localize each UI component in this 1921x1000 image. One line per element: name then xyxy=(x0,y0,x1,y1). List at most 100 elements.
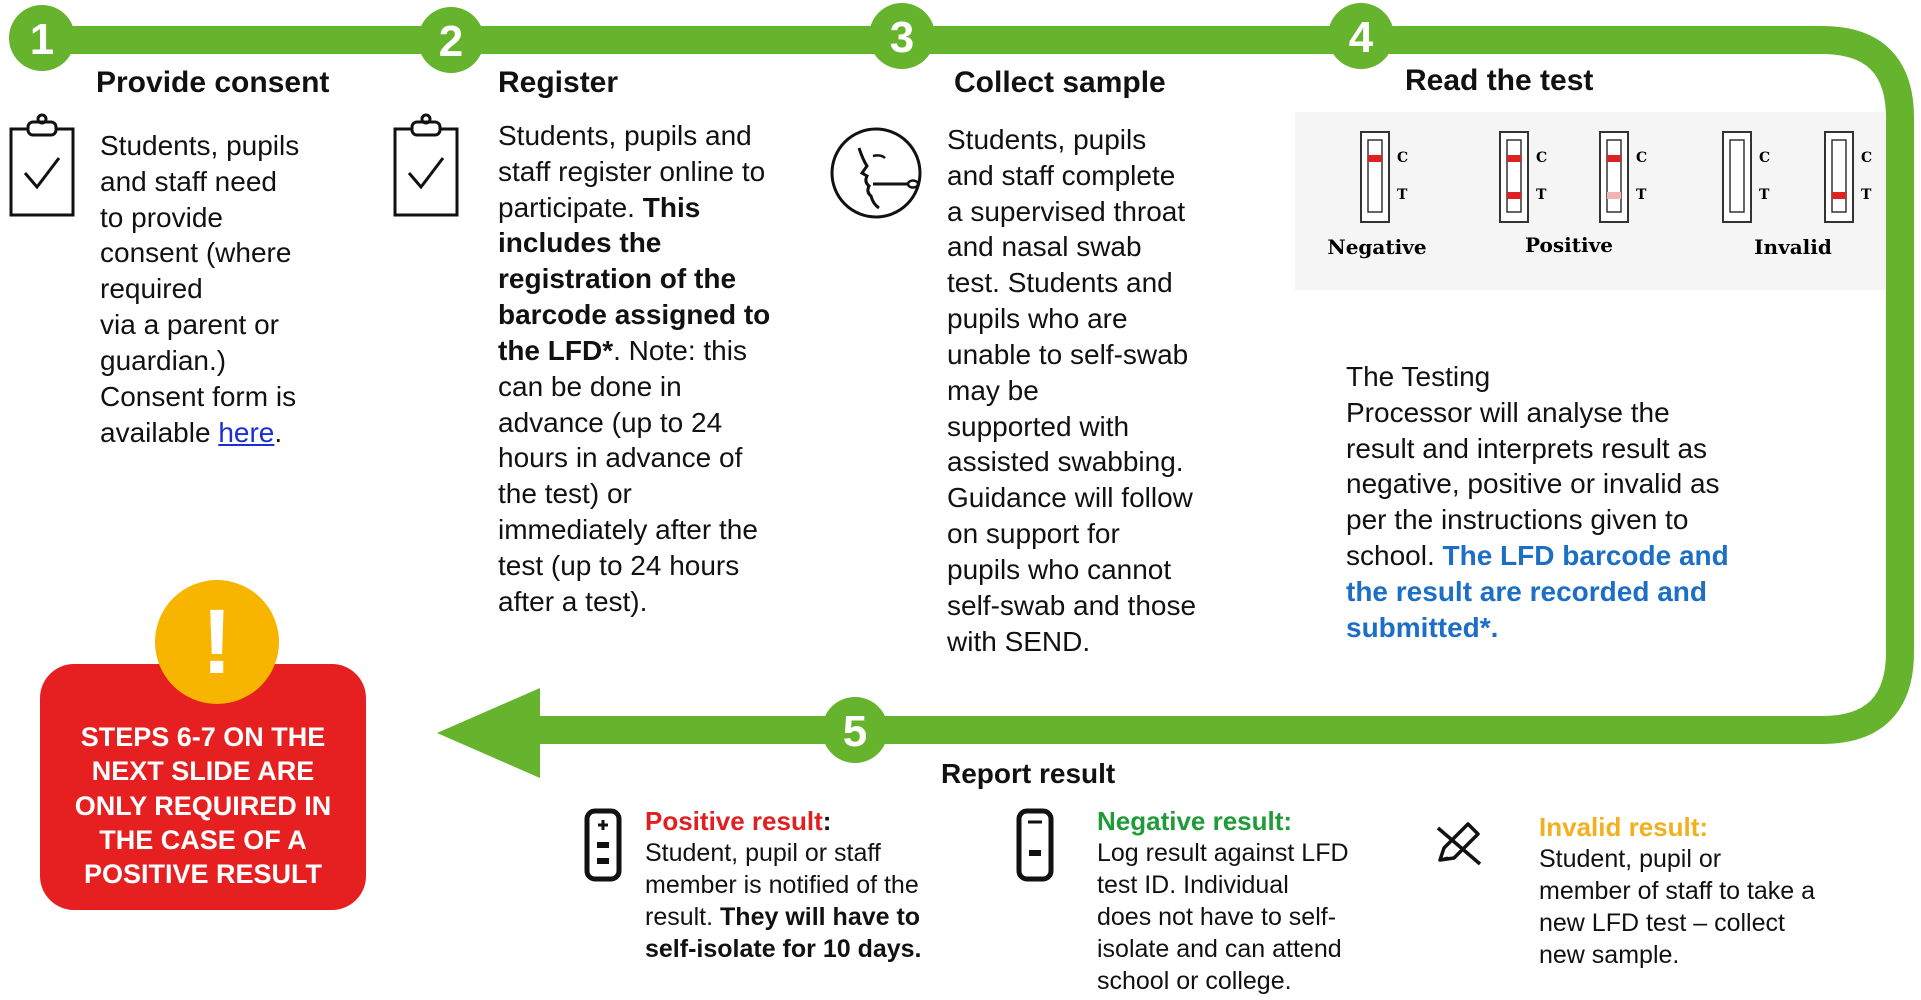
svg-text:4: 4 xyxy=(1349,13,1374,62)
invalid-result-title: Invalid result: xyxy=(1539,812,1709,842)
invalid-t-only-test-strip: C T xyxy=(1824,131,1872,223)
consent-form-link[interactable]: here xyxy=(218,416,275,448)
step-3-text-line: assisted swabbing. xyxy=(947,446,1184,478)
step-2-text-line: hours in advance of xyxy=(498,442,743,474)
svg-text:5: 5 xyxy=(843,707,867,756)
svg-text:C: C xyxy=(1536,150,1547,166)
svg-text:T: T xyxy=(1861,187,1872,203)
step-4-text-line: result and interprets result as xyxy=(1346,432,1708,464)
flow-arrowhead xyxy=(437,688,540,778)
step-4-highlight-line: submitted*. xyxy=(1346,611,1499,643)
svg-text:C: C xyxy=(1759,150,1770,166)
step-1-text-line: and staff need xyxy=(100,165,277,197)
positive-strip-label: Positive xyxy=(1525,233,1613,257)
invalid-result-line: member of staff to take a xyxy=(1539,877,1816,906)
step-4-text-line: The Testing xyxy=(1346,361,1491,392)
svg-text:T: T xyxy=(1759,187,1770,203)
step-3-text-line: supported with xyxy=(947,410,1130,442)
positive-result-line: Student, pupil or staff xyxy=(645,839,881,868)
negative-result-title: Negative result: xyxy=(1097,806,1293,836)
step-3-text-line: a supervised throat xyxy=(947,195,1186,227)
warning-line: POSITIVE RESULT xyxy=(83,859,323,890)
svg-text:T: T xyxy=(1397,187,1408,203)
step-2-title: Register xyxy=(498,66,619,99)
step-3-text-line: on support for xyxy=(947,518,1120,550)
svg-text:C: C xyxy=(1636,150,1647,166)
step-2-text-line: the LFD*. Note: this xyxy=(498,334,747,366)
step-1-text-line: via a parent or xyxy=(100,309,279,341)
step-2-text-line: Students, pupils and xyxy=(498,120,752,151)
negative-result-line: Log result against LFD xyxy=(1097,839,1349,868)
flow-path xyxy=(40,26,1914,744)
svg-text:3: 3 xyxy=(890,13,914,62)
test-result-examples: C T C T C T C T xyxy=(1295,112,1885,290)
positive-test-strip: C T xyxy=(1499,131,1547,223)
negative-strip-label: Negative xyxy=(1327,235,1426,259)
step-4-highlight-line: the result are recorded and xyxy=(1346,575,1708,607)
svg-text:C: C xyxy=(1861,150,1872,166)
step-1-text-line: required xyxy=(100,273,203,305)
step-3-text-line: may be xyxy=(947,374,1039,406)
step-3-badge: 3 xyxy=(869,3,935,69)
step-4-badge: 4 xyxy=(1328,3,1394,69)
positive-result-line: result. They will have to xyxy=(645,903,921,932)
warning-line: ONLY REQUIRED IN xyxy=(74,790,332,821)
step-1-title: Provide consent xyxy=(96,66,330,99)
step-3-text-line: Students, pupils xyxy=(947,124,1147,155)
step-2-text-line: registration of the xyxy=(498,263,737,295)
exclamation-icon: ! xyxy=(155,580,279,704)
step-4-school-line: school. The LFD barcode and xyxy=(1346,540,1729,572)
step-3-text-line: Guidance will follow xyxy=(947,482,1193,514)
invalid-result-line: new sample. xyxy=(1539,941,1680,970)
positive-result-title: Positive result: xyxy=(645,806,832,836)
step-1-text-line: guardian.) xyxy=(100,344,227,376)
step-2-text-line: after a test). xyxy=(498,585,648,617)
lfd-device-icon xyxy=(1016,808,1054,882)
positive-result-line: self-isolate for 10 days. xyxy=(645,935,922,964)
step-3-text-line: and nasal swab xyxy=(947,231,1142,263)
svg-text:1: 1 xyxy=(30,15,54,64)
step-1-badge: 1 xyxy=(9,5,75,71)
svg-text:T: T xyxy=(1536,187,1547,203)
step-3-text-line: pupils who cannot xyxy=(947,553,1172,585)
positive-faint-test-strip: C T xyxy=(1599,131,1647,223)
step-2-text-line: includes the xyxy=(498,227,662,259)
step-2-text-line: can be done in xyxy=(498,370,682,402)
invalid-test-strip: C T xyxy=(1722,131,1770,223)
positive-result-line: member is notified of the xyxy=(645,871,919,900)
step-3-text-line: and staff complete xyxy=(947,159,1176,191)
step-4-text-line: per the instructions given to xyxy=(1346,504,1689,536)
step-5-title: Report result xyxy=(941,758,1116,789)
step-4-title: Read the test xyxy=(1405,64,1594,97)
clipboard-check-icon xyxy=(8,113,76,219)
invalid-strip-label: Invalid xyxy=(1754,235,1832,259)
step-2-text-line: the test) or xyxy=(498,478,632,510)
svg-text:T: T xyxy=(1636,187,1647,203)
lfd-device-icon xyxy=(584,808,622,882)
warning-line: STEPS 6-7 ON THE xyxy=(80,722,326,752)
step-4-text-line: Processor will analyse the xyxy=(1346,396,1670,428)
step-3-text-line: with SEND. xyxy=(947,625,1091,657)
positive-result-block: Positive result: Student, pupil or staff… xyxy=(645,806,1015,965)
clipboard-check-icon xyxy=(392,113,460,219)
step-1-text-line: Students, pupils xyxy=(100,130,300,161)
negative-result-line: does not have to self- xyxy=(1097,903,1337,932)
throat-swab-icon xyxy=(829,126,923,220)
step-2-text-line: advance (up to 24 xyxy=(498,406,723,438)
step-3-text-line: pupils who are xyxy=(947,303,1128,335)
step-2-text-line: barcode assigned to xyxy=(498,299,771,331)
step-3-description: Students, pupils and staff complete a supe… xyxy=(947,122,1277,659)
step-3-title: Collect sample xyxy=(954,66,1166,99)
step-3-text-line: unable to self-swab xyxy=(947,338,1189,370)
step-2-text-line: participate. This xyxy=(498,191,701,223)
crossed-pen-icon xyxy=(1432,818,1486,868)
step-3-text-line: self-swab and those xyxy=(947,589,1197,621)
invalid-result-line: new LFD test – collect xyxy=(1539,909,1785,938)
step-5-badge: 5 xyxy=(822,697,888,763)
step-1-text-line: Consent form is xyxy=(100,380,297,412)
